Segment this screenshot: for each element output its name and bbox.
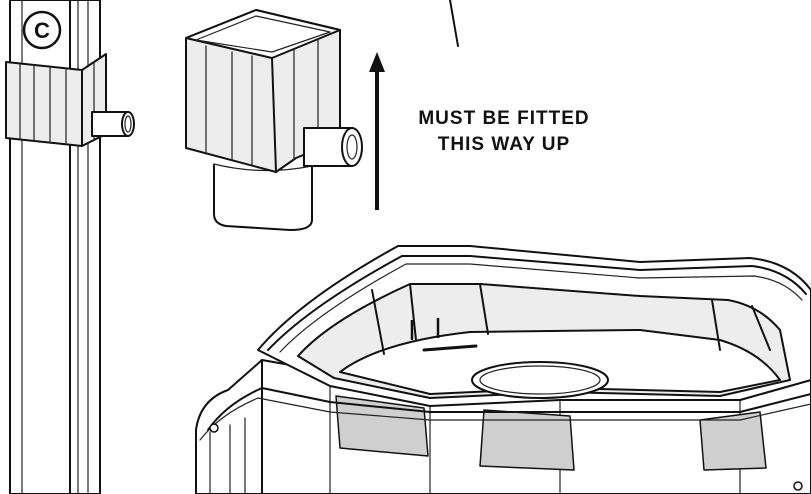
instruction-line-1: MUST BE FITTED [418,108,589,129]
step-label-text: C [34,18,50,43]
upper-pipe-edge [449,0,459,47]
up-arrow-icon [369,52,385,210]
rain-diverter [185,9,363,231]
instruction-line-2: THIS WAY UP [438,134,570,155]
screw-hole-icon [793,481,803,491]
step-label: C [22,10,62,50]
step-circle-icon [22,10,62,50]
screw-hole-icon [209,423,219,433]
water-butt-rim [195,245,811,494]
fitted-diverter-collar [5,53,135,147]
